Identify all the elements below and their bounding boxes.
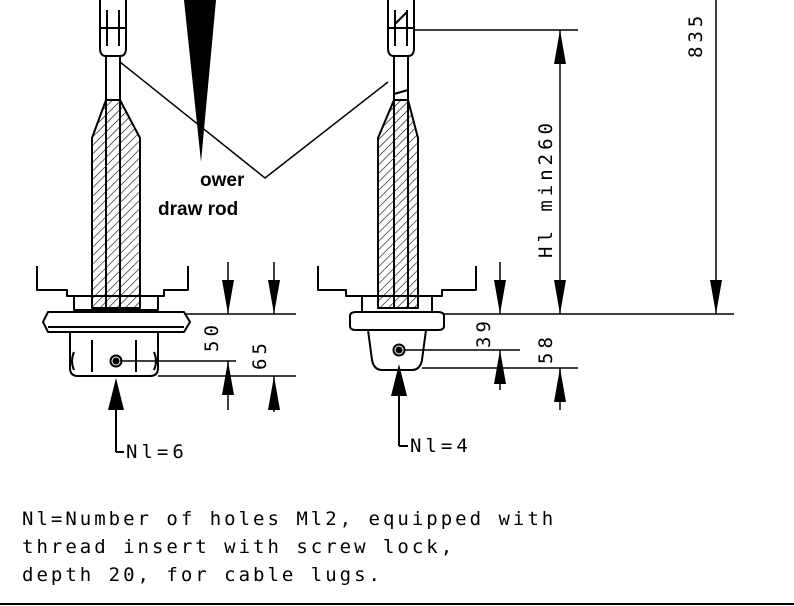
dim-overall-height: 835 — [685, 12, 707, 58]
holes-note: Nl=Number of holes Ml2, equipped with th… — [22, 505, 556, 589]
right-bushing — [317, 0, 477, 447]
draw-rod-label-line2: draw rod — [158, 199, 238, 220]
dimension-arrowheads — [222, 30, 722, 410]
draw-rod-arrow — [184, 0, 216, 162]
note-line-1: Nl=Number of holes Ml2, equipped with — [22, 508, 557, 530]
dim-left-65: 65 — [249, 339, 271, 370]
left-holes-label: Nl=6 — [126, 441, 188, 463]
note-line-2: thread insert with screw lock, — [22, 536, 456, 558]
note-line-3: depth 20, for cable lugs. — [22, 564, 383, 586]
bottom-border-line — [0, 603, 794, 605]
right-holes-label: Nl=4 — [410, 435, 472, 457]
draw-rod-leader — [119, 61, 389, 179]
dim-right-58: 58 — [535, 333, 557, 364]
draw-rod-label-line1: ower — [200, 170, 245, 191]
dim-hl-min: Hl min260 — [535, 119, 557, 258]
dim-left-50: 50 — [201, 321, 223, 352]
left-bushing — [36, 0, 191, 453]
dim-right-39: 39 — [473, 317, 495, 348]
